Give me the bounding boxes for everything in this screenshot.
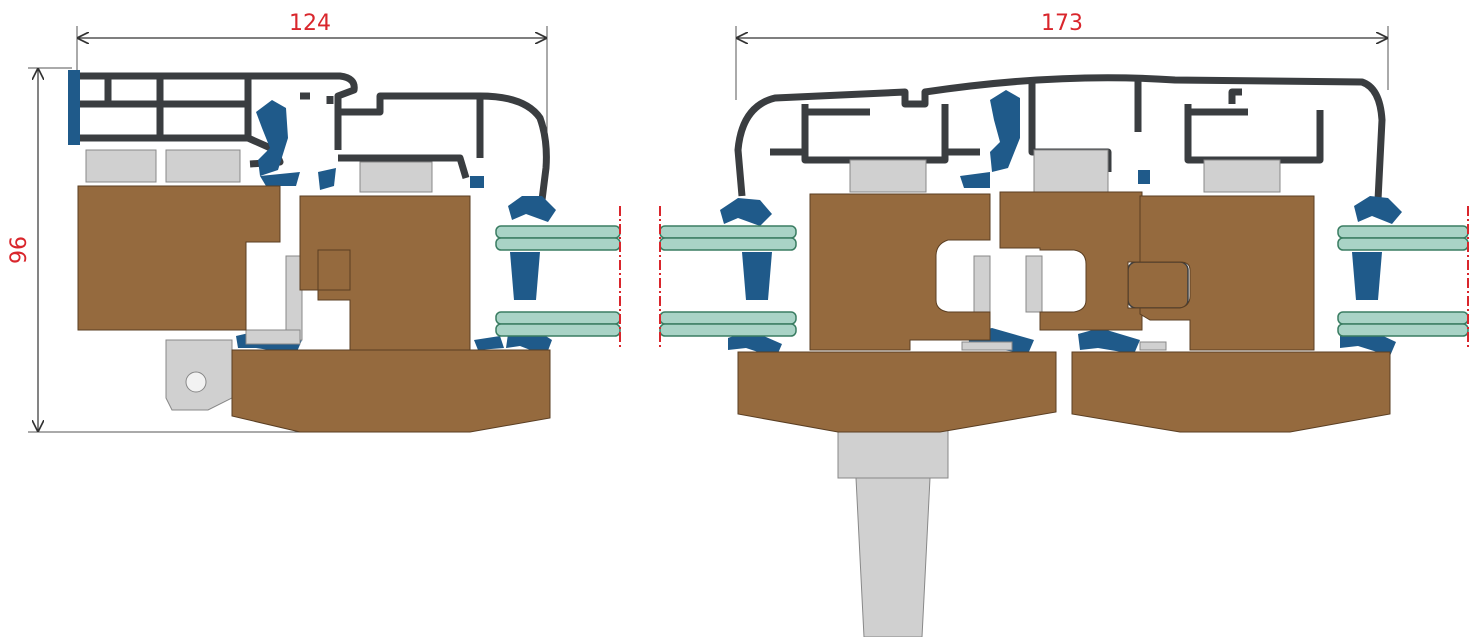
left-width-dimension: 124 (76, 11, 548, 175)
left-wood-parts (77, 185, 551, 433)
left-section: 124 96 (7, 11, 621, 433)
right-wood-parts (737, 191, 1391, 433)
left-height-label: 96 (7, 236, 32, 264)
right-glazing-left (659, 206, 797, 350)
right-hardware (837, 149, 1281, 637)
right-gaskets (720, 90, 1402, 358)
left-height-dimension: 96 (7, 67, 340, 433)
right-width-dimension: 173 (735, 11, 1389, 100)
left-glazing (495, 206, 621, 350)
right-glazing-right (1337, 206, 1469, 350)
left-width-label: 124 (289, 11, 331, 36)
right-width-label: 173 (1041, 11, 1083, 36)
left-hardware (85, 149, 433, 411)
right-section: 173 (659, 11, 1469, 637)
